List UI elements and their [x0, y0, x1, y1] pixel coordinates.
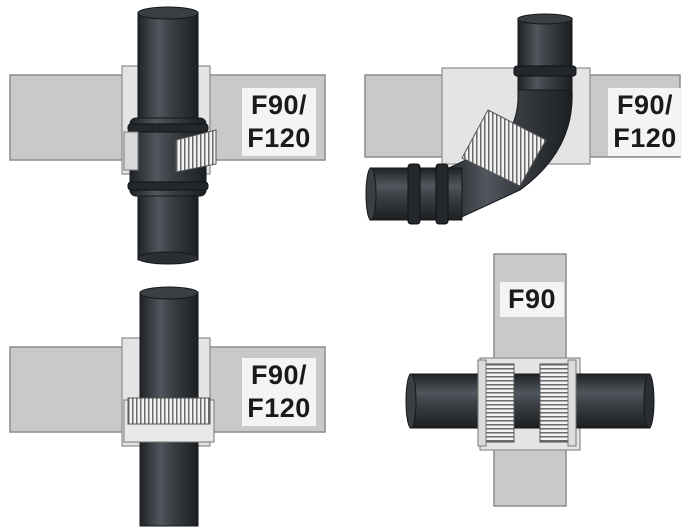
- pipe-end-top: [517, 13, 573, 25]
- collar-left: [123, 131, 139, 171]
- label-line-1: F90/: [616, 90, 674, 120]
- fire-collar: [461, 109, 547, 187]
- pipe-end-top: [137, 6, 199, 20]
- label-line-1: F90/: [250, 90, 308, 120]
- label-line-2: F120: [247, 393, 311, 423]
- pipe-end-top: [139, 286, 199, 300]
- socket-ring: [127, 181, 209, 191]
- panel-1-fire-rating-label: F90/ F120: [242, 88, 316, 156]
- fire-collar-left: [483, 363, 515, 443]
- collar-flange: [567, 359, 577, 447]
- pipe: [409, 373, 651, 429]
- socket-ring: [513, 65, 577, 77]
- socket-ring: [435, 163, 449, 225]
- label-line-1: F90/: [250, 360, 308, 390]
- label-line-2: F120: [247, 123, 311, 153]
- panel-2-fire-rating-label: F90/ F120: [608, 88, 682, 156]
- label-line-1: F90: [507, 284, 557, 314]
- pipe-end-left: [365, 167, 377, 221]
- label-line-2: F120: [613, 123, 677, 153]
- pipe-end-bottom: [137, 251, 199, 265]
- pipe-end-left: [405, 373, 417, 429]
- panel-4-fire-rating-label: F90: [500, 282, 564, 317]
- socket-ring: [407, 163, 421, 225]
- collar-flange: [477, 359, 487, 447]
- pipe-vertical: [517, 17, 573, 99]
- fire-collar: [175, 129, 217, 173]
- socket-ring: [127, 123, 209, 133]
- fire-collar-right: [539, 363, 571, 443]
- pipe-end-right: [643, 373, 655, 429]
- panel-3-fire-rating-label: F90/ F120: [242, 358, 316, 426]
- fire-collar: [127, 397, 211, 425]
